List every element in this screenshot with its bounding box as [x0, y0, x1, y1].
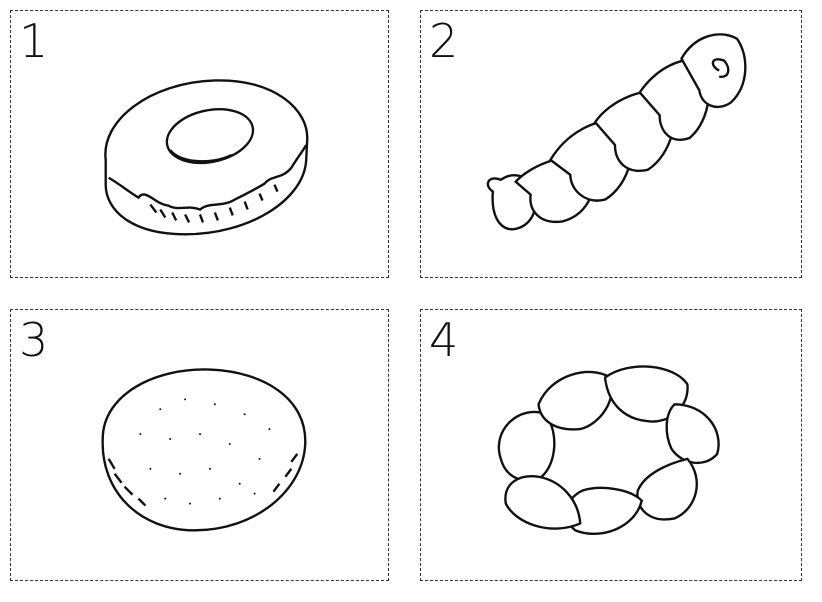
round-bun-icon — [101, 368, 307, 532]
card-3: 3 — [10, 309, 389, 581]
card-number: 1 — [19, 14, 49, 68]
card-number: 3 — [19, 313, 49, 367]
card-number: 4 — [429, 313, 459, 367]
card-number: 2 — [429, 14, 459, 68]
twisted-bread-icon — [486, 33, 747, 231]
card-1: 1 — [10, 10, 389, 278]
donut-icon — [104, 79, 309, 236]
braided-ring-icon — [497, 365, 720, 535]
card-4: 4 — [420, 309, 802, 581]
card-2: 2 — [420, 10, 802, 278]
